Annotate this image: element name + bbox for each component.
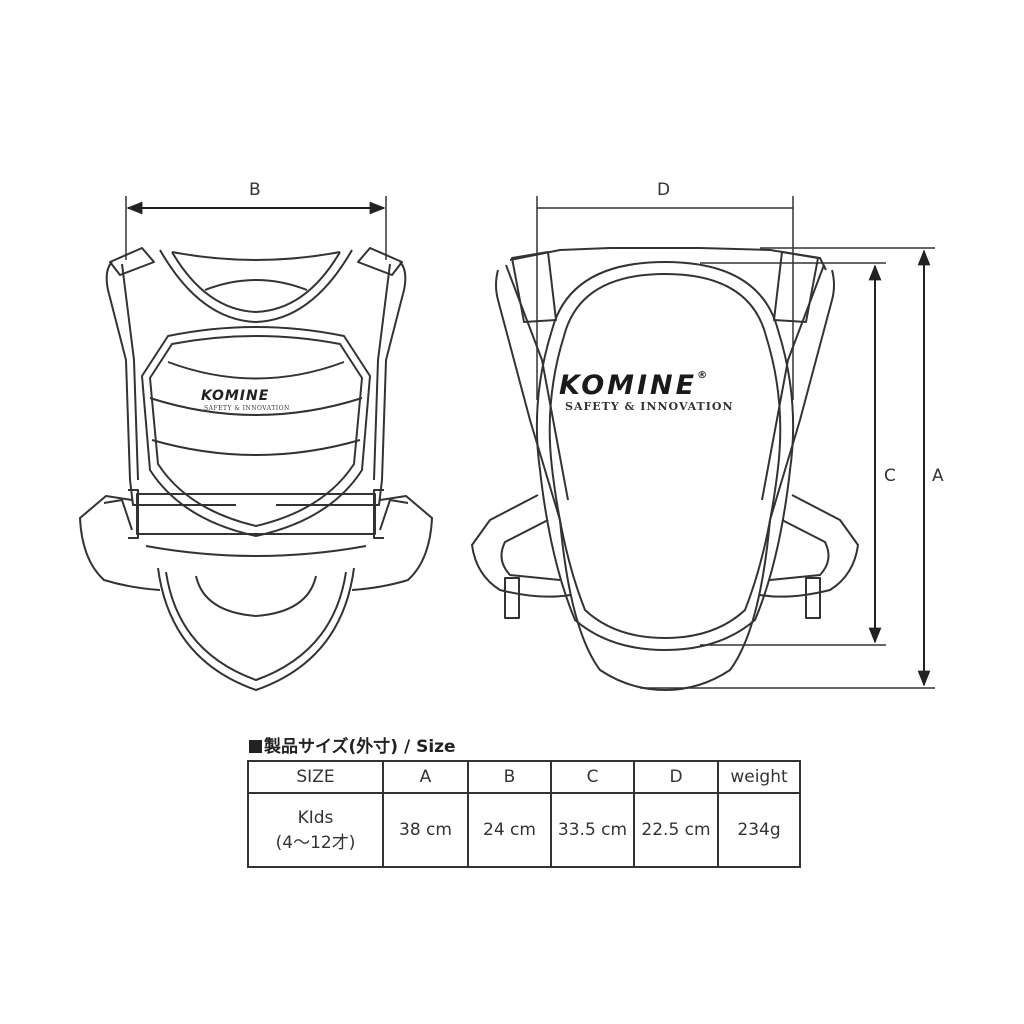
cell-c: 33.5 cm — [550, 792, 635, 868]
table-row: KIds (4〜12才) 38 cm 24 cm 33.5 cm 22.5 cm… — [247, 792, 801, 868]
header-c: C — [550, 760, 635, 794]
cell-size: KIds (4〜12才) — [247, 792, 384, 868]
table-header-row: SIZE A B C D weight — [247, 760, 801, 794]
header-weight: weight — [717, 760, 801, 794]
dimension-label-b: B — [249, 180, 261, 200]
front-logo-brand: KOMINE — [201, 388, 270, 404]
back-logo-brand: KOMINE® — [559, 370, 711, 401]
front-view — [79, 196, 433, 691]
size-table-title: 製品サイズ(外寸) / Size — [249, 732, 456, 757]
cell-a: 38 cm — [382, 792, 469, 868]
cell-b: 24 cm — [467, 792, 552, 868]
registered-mark: ® — [697, 370, 711, 381]
front-logo-tagline: SAFETY & INNOVATION — [204, 405, 290, 412]
cell-d: 22.5 cm — [633, 792, 719, 868]
square-bullet-icon — [249, 740, 262, 753]
dimension-label-a: A — [932, 466, 944, 486]
header-a: A — [382, 760, 469, 794]
header-b: B — [467, 760, 552, 794]
header-d: D — [633, 760, 719, 794]
dimension-label-d: D — [657, 180, 671, 200]
dimension-label-c: C — [884, 466, 896, 486]
header-size: SIZE — [247, 760, 384, 794]
back-view — [471, 196, 935, 691]
back-logo-tagline: SAFETY & INNOVATION — [565, 400, 734, 413]
cell-weight: 234g — [717, 792, 801, 868]
size-table: SIZE A B C D weight KIds (4〜12才) 38 cm 2… — [247, 760, 801, 868]
